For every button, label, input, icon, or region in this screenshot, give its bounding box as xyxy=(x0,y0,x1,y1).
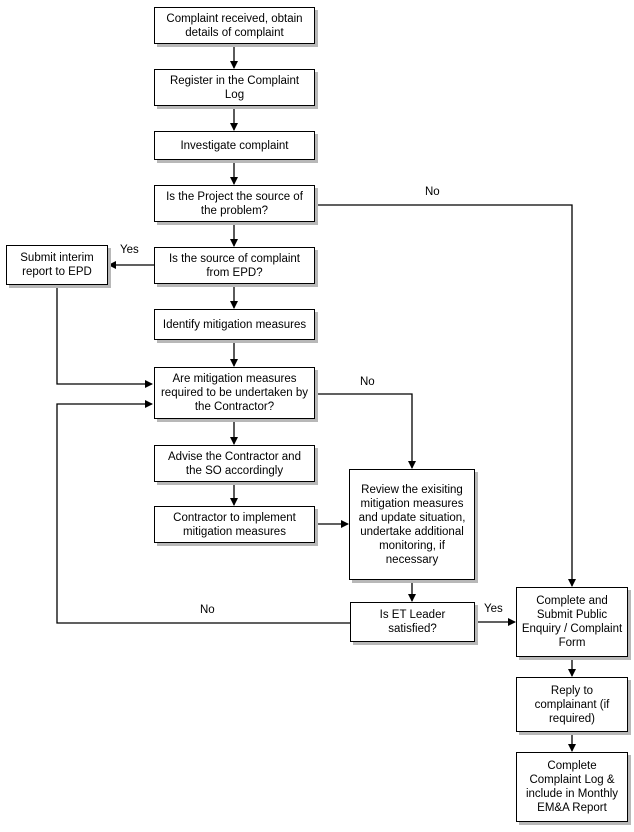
investigate-box: Investigate complaint xyxy=(154,131,315,160)
project-source-box: Is the Project the source of the problem… xyxy=(154,185,315,222)
identify-mitigation-box: Identify mitigation measures xyxy=(154,309,315,340)
reply-box: Reply to complainant (if required) xyxy=(516,677,628,732)
arrow-et-no-to-mitigation xyxy=(56,400,350,624)
advise-box: Advise the Contractor and the SO accordi… xyxy=(154,445,315,482)
mitigation-no-label: No xyxy=(360,376,375,388)
complete-log-box: Complete Complaint Log & include in Mont… xyxy=(516,752,628,822)
register-log-box: Register in the Complaint Log xyxy=(154,69,315,106)
review-box: Review the exisiting mitigation measures… xyxy=(349,469,475,580)
et-yes-label: Yes xyxy=(484,603,503,615)
epd-source-box: Is the source of complaint from EPD? xyxy=(154,247,315,284)
mitigation-required-box: Are mitigation measures required to be u… xyxy=(154,367,315,419)
epd-yes-label: Yes xyxy=(120,244,139,256)
project-no-label: No xyxy=(425,186,440,198)
complaint-received-box: Complaint received, obtain details of co… xyxy=(154,7,315,44)
arrow-interim-to-mitigation xyxy=(56,285,153,388)
interim-report-box: Submit interim report to EPD xyxy=(6,245,108,285)
complete-form-box: Complete and Submit Public Enquiry / Com… xyxy=(516,587,628,657)
arrow-project-no-to-form xyxy=(315,204,576,587)
et-no-label: No xyxy=(200,604,215,616)
et-leader-box: Is ET Leader satisfied? xyxy=(350,602,475,642)
arrow-mitigation-no-to-review xyxy=(315,393,416,469)
contractor-implement-box: Contractor to implement mitigation measu… xyxy=(154,506,315,543)
